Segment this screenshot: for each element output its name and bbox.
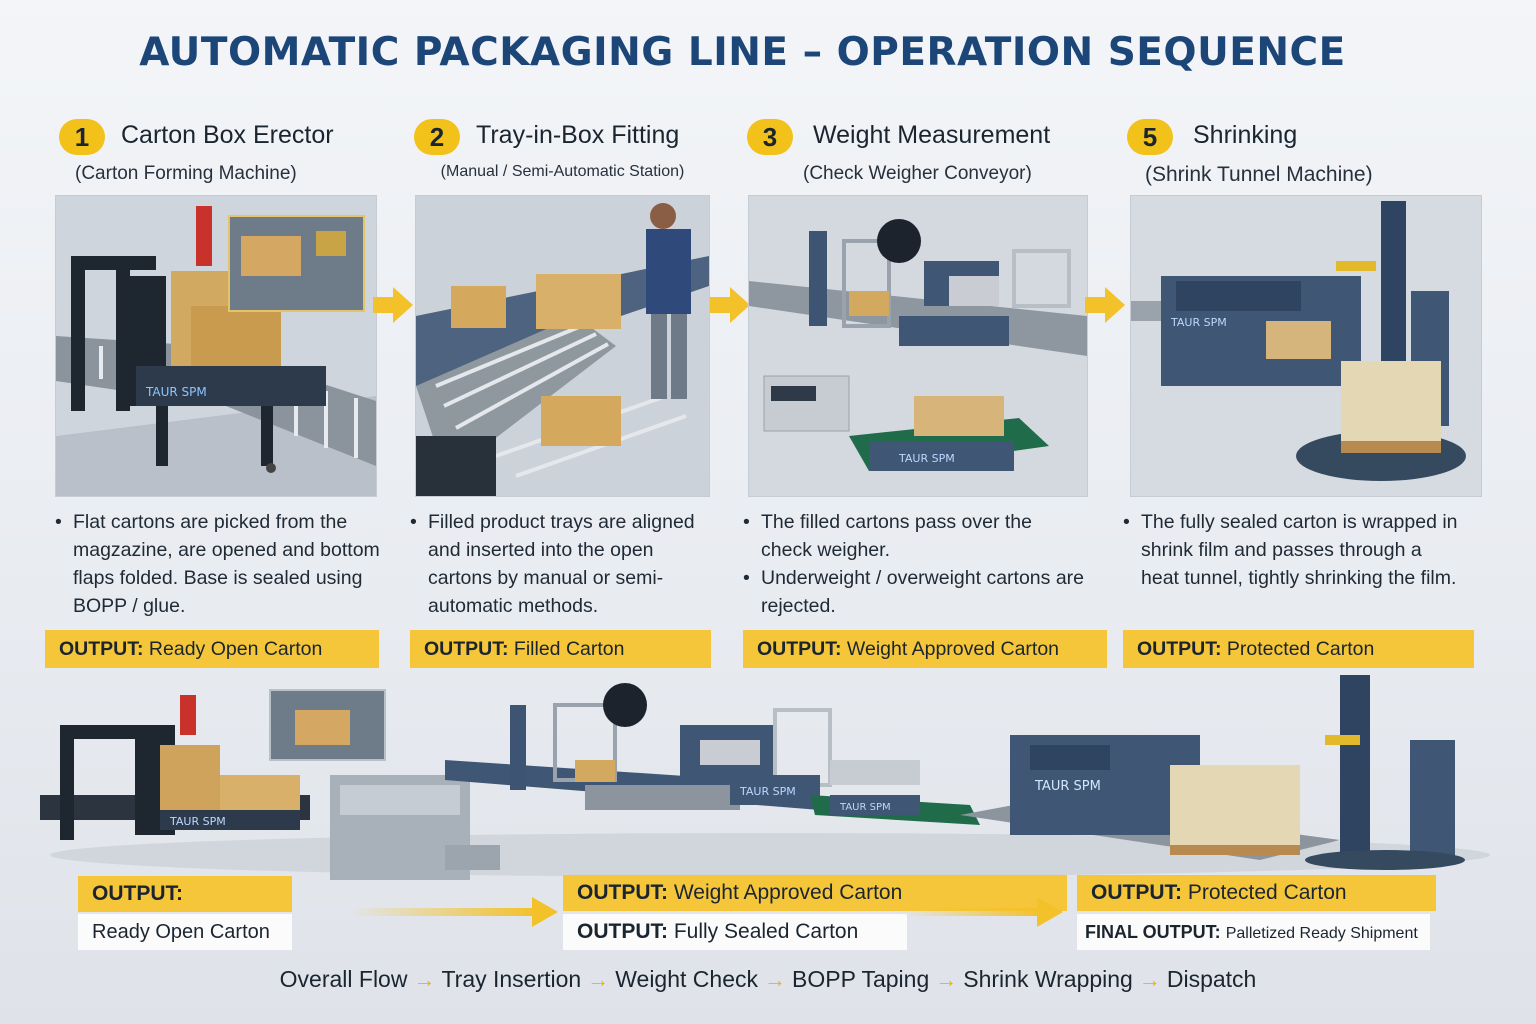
step-description: The fully sealed carton is wrapped in sh… (1123, 508, 1463, 592)
step-title: Weight Measurement (813, 121, 1051, 149)
flow-step: Weight Check (615, 966, 758, 992)
step-title: Shrinking (1193, 121, 1298, 149)
flow-arrow-icon (350, 897, 558, 927)
arrow-right-icon: → (587, 967, 610, 992)
output-label: OUTPUT: (59, 638, 144, 660)
step-header: 5 Shrinking (1123, 115, 1483, 155)
step-output: OUTPUT: Protected Carton (1123, 630, 1474, 668)
flow-step: Tray Insertion (441, 966, 582, 992)
output-value: Protected Carton (1226, 638, 1375, 660)
step-bullet: Filled product trays are aligned and ins… (410, 508, 710, 620)
step-output: OUTPUT: Ready Open Carton (45, 630, 379, 668)
arrow-right-icon: → (935, 967, 958, 992)
bottom-output-mid-1: OUTPUT: Weight Approved Carton (563, 875, 1067, 911)
arrow-right-icon (373, 287, 413, 323)
machine-brand-label: TAUR SPM (1170, 316, 1227, 329)
flow-step: Overall Flow (279, 966, 408, 992)
output-label: OUTPUT: (424, 638, 509, 660)
arrow-right-icon: → (1138, 967, 1161, 992)
step-bullet: Flat cartons are picked from the magzazi… (55, 508, 385, 620)
flow-arrow-icon (900, 897, 1063, 927)
output-value: Fully Sealed Carton (673, 920, 859, 943)
output-value: Weight Approved Carton (846, 638, 1060, 660)
step-bullet: Underweight / overweight cartons are rej… (743, 564, 1106, 620)
arrow-right-icon (710, 287, 750, 323)
step-subtitle: (Carton Forming Machine) (75, 163, 297, 184)
step-number-badge: 3 (747, 119, 793, 155)
machine-brand-label: TAUR SPM (839, 802, 891, 813)
machine-brand-label: TAUR SPM (1034, 779, 1101, 794)
full-packaging-line-illustration: TAUR SPM TAUR SPM TAUR SPM TAUR SPM (40, 675, 1490, 880)
machine-brand-label: TAUR SPM (145, 385, 207, 399)
output-label: OUTPUT: (1137, 638, 1222, 660)
output-value: Filled Carton (513, 638, 625, 660)
output-value: Ready Open Carton (148, 638, 323, 660)
step-bullet: The fully sealed carton is wrapped in sh… (1123, 508, 1463, 592)
output-value: Palletized Ready Shipment (1225, 925, 1418, 942)
bottom-output-right-1: OUTPUT: Protected Carton (1077, 875, 1436, 911)
bottom-output-right-2: FINAL OUTPUT: Palletized Ready Shipment (1077, 914, 1430, 950)
output-label: OUTPUT: (757, 638, 842, 660)
output-label: OUTPUT: (577, 920, 668, 943)
output-label: OUTPUT: (92, 882, 183, 905)
output-value: Protected Carton (1187, 881, 1347, 904)
bottom-output-left-value: Ready Open Carton (78, 914, 292, 950)
machine-brand-label: TAUR SPM (739, 785, 796, 798)
output-label: OUTPUT: (1091, 881, 1182, 904)
step-description: Filled product trays are aligned and ins… (410, 508, 710, 620)
shrink-tunnel-photo: TAUR SPM (1130, 195, 1482, 497)
flow-step: Dispatch (1166, 966, 1257, 992)
step-title: Tray-in-Box Fitting (476, 121, 680, 149)
machine-brand-label: TAUR SPM (169, 815, 226, 828)
flow-step: BOPP Taping (792, 966, 930, 992)
carton-erector-photo: TAUR SPM (55, 195, 377, 497)
bottom-output-mid-2: OUTPUT: Fully Sealed Carton (563, 914, 907, 950)
tray-fitting-photo (415, 195, 710, 497)
step-description: Flat cartons are picked from the magzazi… (55, 508, 385, 620)
output-value: Weight Approved Carton (673, 881, 903, 904)
output-label: FINAL OUTPUT: (1085, 922, 1221, 942)
output-label: OUTPUT: (577, 881, 668, 904)
step-header: 3 Weight Measurement (743, 115, 1113, 155)
step-output: OUTPUT: Filled Carton (410, 630, 711, 668)
check-weigher-photo: TAUR SPM (748, 195, 1088, 497)
step-header: 2 Tray-in-Box Fitting (410, 115, 715, 155)
step-bullet: The filled cartons pass over the check w… (743, 508, 1051, 564)
step-description: The filled cartons pass over the check w… (743, 508, 1103, 620)
step-subtitle: (Check Weigher Conveyor) (803, 163, 1032, 184)
arrow-right-icon: → (764, 967, 786, 992)
step-number-badge: 2 (414, 119, 460, 155)
bottom-output-left: OUTPUT: (78, 876, 292, 912)
step-header: 1 Carton Box Erector (55, 115, 385, 155)
step-subtitle: (Manual / Semi-Automatic Station) (440, 163, 685, 180)
arrow-right-icon: → (413, 967, 436, 992)
flow-step: Shrink Wrapping (963, 966, 1133, 992)
arrow-right-icon (1085, 287, 1125, 323)
page-title: AUTOMATIC PACKAGING LINE – OPERATION SEQ… (139, 30, 1346, 75)
step-output: OUTPUT: Weight Approved Carton (743, 630, 1107, 668)
step-number-badge: 1 (59, 119, 105, 155)
step-title: Carton Box Erector (121, 121, 334, 149)
step-subtitle: (Shrink Tunnel Machine) (1145, 163, 1373, 186)
step-number-badge: 5 (1127, 119, 1173, 155)
machine-brand-label: TAUR SPM (898, 452, 955, 465)
output-value: Ready Open Carton (92, 921, 270, 943)
overall-flow: Overall Flow→Tray Insertion→Weight Check… (0, 966, 1536, 993)
